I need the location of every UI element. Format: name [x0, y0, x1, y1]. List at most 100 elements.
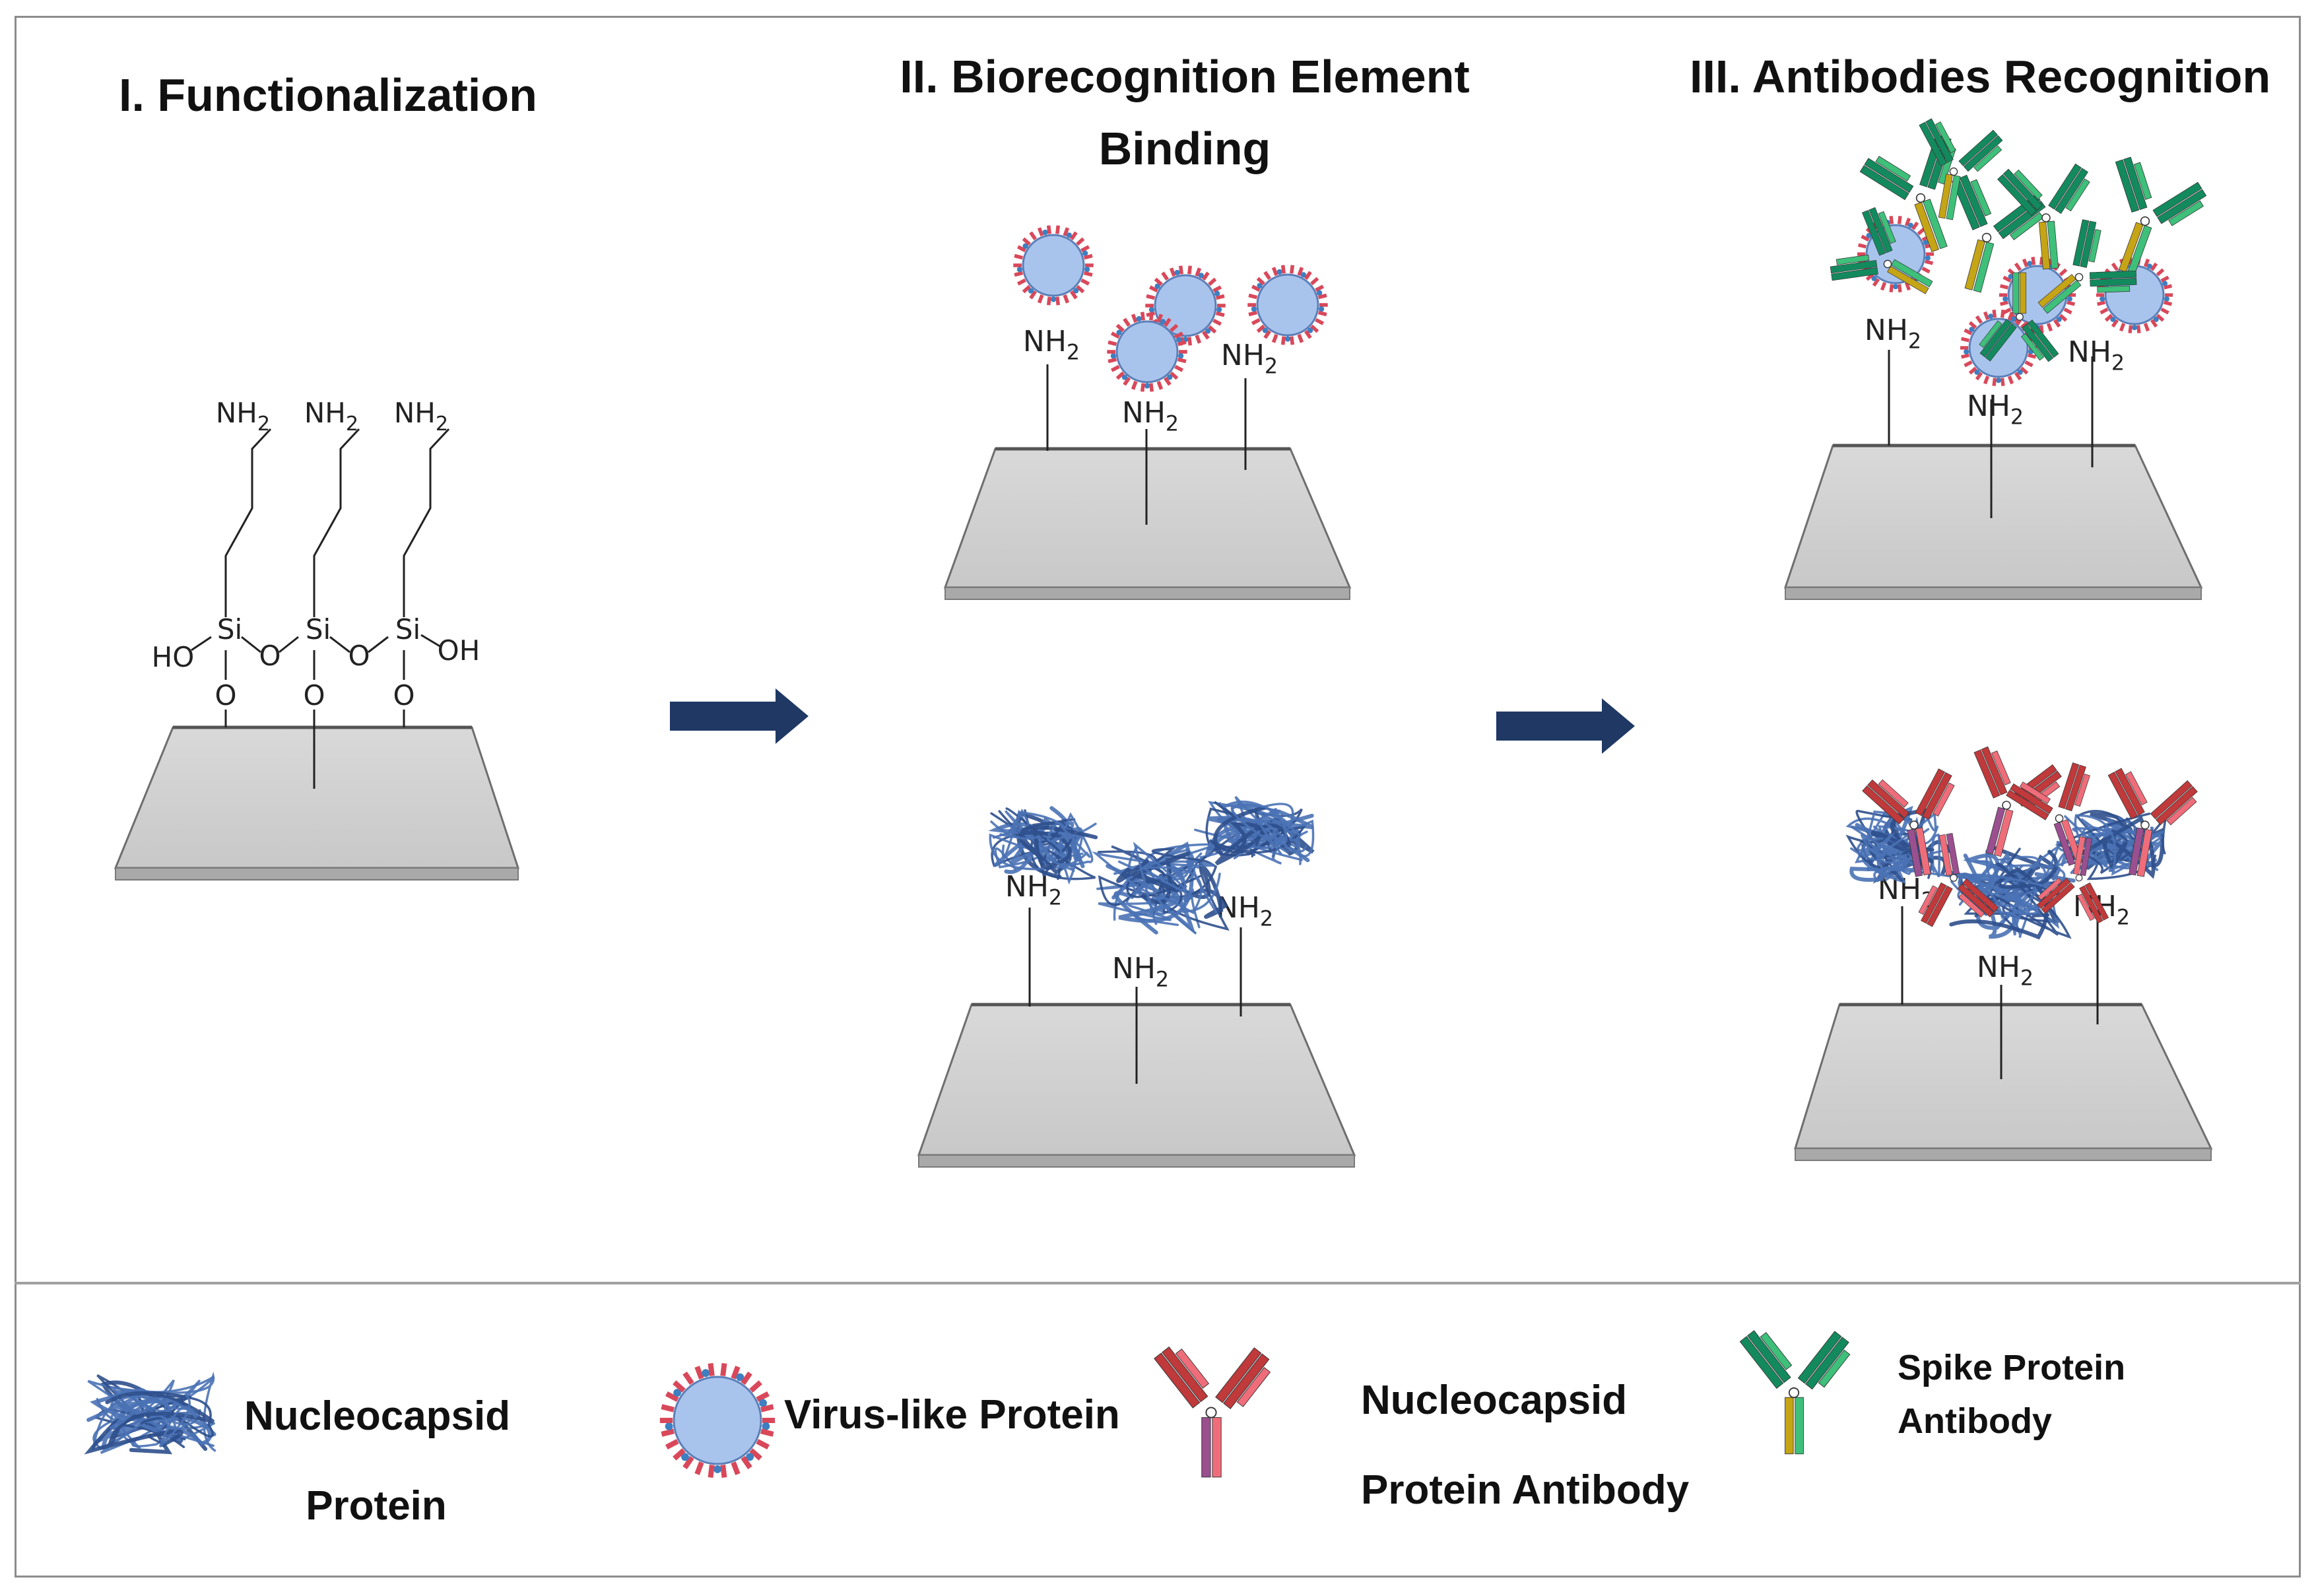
- vlp-spike: [1992, 378, 1997, 386]
- vlp-spike: [2063, 308, 2072, 315]
- nh2-subscript: 2: [1260, 907, 1273, 931]
- vlp-spike: [731, 1366, 741, 1380]
- virus-like-particle-icon: [1013, 225, 1094, 306]
- nh2-text: NH2: [2068, 335, 2125, 375]
- slide-top-face: [114, 726, 520, 869]
- vlp-spike: [1315, 284, 1325, 292]
- antibody-arm: [1979, 319, 2017, 362]
- heavy-chain: [1797, 1331, 1842, 1384]
- protein-ribbon: [92, 1389, 193, 1451]
- light-chain: [2020, 333, 2045, 361]
- antibody-arm: [1952, 174, 1992, 230]
- slide-top-face: [1783, 444, 2203, 589]
- vlp-spike: [1131, 314, 1138, 323]
- vlp-spike: [694, 1366, 704, 1380]
- heavy-chain: [2058, 762, 2080, 809]
- vlp-spike: [2053, 319, 2061, 328]
- heavy-chain: [1922, 772, 1952, 820]
- vlp-spike: [741, 1455, 752, 1469]
- fc-chain: [1907, 828, 1923, 877]
- vlp-protein-dot: [1066, 232, 1073, 238]
- vlp-protein-dot: [1144, 383, 1150, 389]
- light-chain: [1760, 1332, 1793, 1370]
- hinge: [1909, 820, 1919, 830]
- protein-ribbon: [1001, 809, 1089, 871]
- vlp-spike: [1123, 376, 1131, 386]
- nh2-text: NH2: [1122, 396, 1179, 436]
- heavy-chain: [2048, 163, 2082, 210]
- vlp-protein-dot: [1167, 374, 1173, 380]
- hinge: [2016, 313, 2024, 321]
- legend-n-antibody-label: Nucleocapsid Protein Antibody: [1361, 1356, 1689, 1536]
- fc-chain: [2038, 221, 2051, 270]
- protein-ribbon: [1018, 825, 1098, 870]
- antibodies: [1830, 118, 2207, 927]
- vlp-protein-dot: [2100, 296, 2105, 302]
- vlp-spike: [661, 1404, 675, 1413]
- vlp-protein-dot: [2132, 325, 2138, 331]
- vlp-protein-dot: [2010, 316, 2016, 322]
- light-chain: [2019, 781, 2051, 805]
- nh2-label: NH2: [1967, 389, 2024, 429]
- heavy-chain: [1215, 1347, 1262, 1403]
- vlp-spike: [1063, 227, 1070, 237]
- vlp-protein-dot: [2017, 369, 2023, 375]
- protein-ribbon: [1962, 853, 2076, 908]
- vlp-spike: [1215, 294, 1225, 300]
- vlp-protein-dot: [1198, 273, 1205, 279]
- vlp-spike: [731, 1461, 741, 1475]
- vlp-spike: [2143, 323, 2150, 332]
- vlp-protein-dot: [1174, 269, 1180, 276]
- fc-chain: [1201, 1417, 1211, 1478]
- heavy-chain: [2115, 768, 2145, 816]
- light-chain: [2166, 797, 2197, 826]
- vlp-spike: [1872, 278, 1880, 287]
- vlp-protein-dot: [1073, 288, 1079, 294]
- vlp-core: [1115, 320, 1179, 383]
- vlp-spike: [2059, 314, 2068, 322]
- protein-ribbon: [1229, 803, 1301, 842]
- vlp-spike: [1865, 273, 1874, 281]
- protein-ribbon: [1949, 849, 2059, 940]
- heavy-chain: [1959, 174, 1988, 227]
- antibody-icon: [1918, 832, 1999, 927]
- legend-spike-antibody-label: Spike Protein Antibody: [1898, 1341, 2125, 1448]
- vlp-spike: [760, 1428, 774, 1437]
- nh2-subscript: 2: [2020, 966, 2034, 990]
- vlp-spike: [673, 1380, 686, 1393]
- vlp-protein-dot: [1110, 353, 1117, 359]
- protein-ribbon: [1850, 825, 1942, 875]
- vlp-spike: [1315, 317, 1325, 325]
- protein-ribbon: [1127, 846, 1188, 926]
- slide-edge: [1795, 1148, 2212, 1161]
- vlp-protein-dot: [713, 1465, 722, 1473]
- vlp-spike: [2096, 300, 2105, 306]
- hydroxyl-right-label: OH: [438, 634, 480, 667]
- antibody-icon: [1862, 768, 1955, 877]
- vlp-spike: [1195, 267, 1202, 277]
- heavy-chain: [2115, 159, 2140, 213]
- heavy-chain: [1985, 323, 2017, 362]
- vlp-spike: [749, 1380, 762, 1393]
- vlp-spike: [1215, 311, 1225, 317]
- vlp-spike: [1076, 284, 1085, 294]
- vlp-spike: [2160, 275, 2169, 283]
- antibody-icon: [2037, 219, 2137, 314]
- nh2-subscript: 2: [436, 413, 448, 436]
- vlp-spike: [1154, 277, 1163, 286]
- antibody-arm: [1862, 779, 1910, 824]
- linker: NH2: [1023, 325, 1080, 451]
- vlp-spike: [1108, 357, 1117, 364]
- fc-chain: [1993, 809, 2014, 857]
- vlp-spike: [2128, 325, 2133, 333]
- vlp-spike: [2002, 275, 2012, 283]
- vlp-spike: [1964, 360, 1973, 368]
- vlp-protein-dot: [1969, 327, 1975, 333]
- vlp-spike: [1304, 329, 1312, 339]
- nucleocapsid-protein-icon: [988, 806, 1098, 885]
- vlp-spike: [2067, 300, 2076, 306]
- nh2-text: NH2: [1112, 952, 1169, 991]
- nh2-text: NH2: [394, 397, 448, 436]
- vlp-protein-dot: [1121, 374, 1128, 380]
- heavy-chain: [2152, 182, 2202, 217]
